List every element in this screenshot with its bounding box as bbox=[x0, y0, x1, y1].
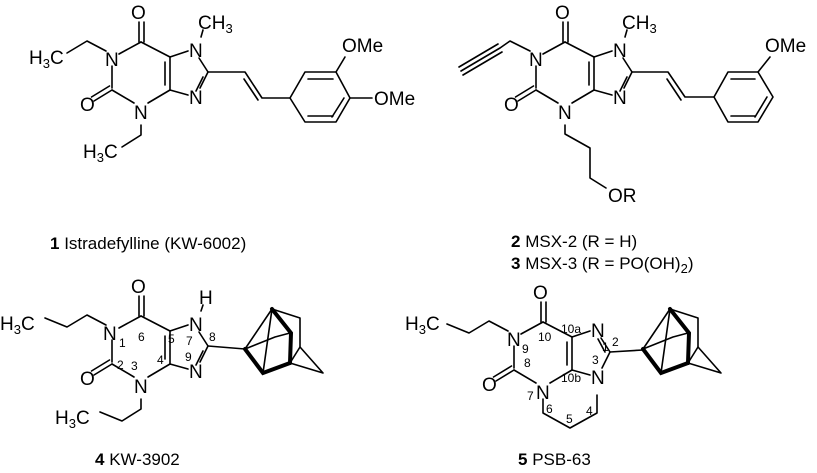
svg-text:3: 3 bbox=[131, 359, 138, 373]
atom-n9: N bbox=[189, 88, 203, 109]
atom-n3: N bbox=[134, 377, 148, 398]
methyl-group: H3C bbox=[55, 408, 90, 431]
atom-n9: N bbox=[189, 362, 203, 383]
atom-o: O bbox=[80, 369, 95, 390]
svg-text:7: 7 bbox=[527, 389, 534, 403]
methyl-group: CH3 bbox=[622, 13, 657, 36]
compound-label-3: 3 MSX-3 (R = PO(OH)2) bbox=[511, 254, 693, 276]
atom-o: O bbox=[555, 3, 570, 24]
atom-n1: N bbox=[591, 321, 605, 342]
svg-text:3: 3 bbox=[592, 353, 599, 367]
svg-text:9: 9 bbox=[185, 350, 192, 364]
atom-o: O bbox=[80, 95, 95, 116]
svg-text:6: 6 bbox=[138, 330, 145, 344]
methoxy-group: OMe bbox=[342, 36, 383, 57]
svg-text:10a: 10a bbox=[561, 322, 581, 336]
svg-text:7: 7 bbox=[186, 334, 193, 348]
methoxy-group: OMe bbox=[765, 36, 806, 57]
svg-text:1: 1 bbox=[119, 336, 126, 350]
atom-n1: N bbox=[103, 324, 117, 345]
structure-2-3-msx: O N O N N N CH3 OMe OR 2 MSX-2 (R = H) 3… bbox=[458, 3, 806, 276]
atom-n9: N bbox=[613, 88, 627, 109]
svg-text:8: 8 bbox=[209, 330, 216, 344]
compound-label-1: 1 Istradefylline (KW-6002) bbox=[50, 234, 246, 253]
svg-text:8: 8 bbox=[524, 356, 531, 370]
compound-label-2: 2 MSX-2 (R = H) bbox=[511, 232, 637, 251]
atom-numbering: 1 2 3 4 5 6 7 8 9 bbox=[117, 330, 216, 373]
svg-text:9: 9 bbox=[522, 342, 529, 356]
svg-text:4: 4 bbox=[586, 404, 593, 418]
atom-n7: N bbox=[189, 41, 203, 62]
atom-h: H bbox=[199, 288, 213, 309]
svg-text:5: 5 bbox=[168, 332, 175, 346]
methyl-group: H3C bbox=[29, 48, 64, 71]
methyl-group: H3C bbox=[83, 142, 118, 165]
methoxy-group: OMe bbox=[374, 89, 415, 110]
svg-text:6: 6 bbox=[546, 402, 553, 416]
svg-text:2: 2 bbox=[612, 335, 619, 349]
structure-5-psb63: O N O N N N H3C 1 2 3 4 5 6 7 8 9 10 10a… bbox=[405, 283, 723, 469]
methyl-group: CH3 bbox=[198, 13, 233, 36]
atom-o: O bbox=[131, 3, 146, 24]
svg-text:10b: 10b bbox=[561, 371, 581, 385]
structure-1-istradefylline: O N O N N N CH3 H3C H3C OMe OMe 1 Istrad… bbox=[29, 3, 415, 253]
compound-label-5: 5 PSB-63 bbox=[518, 450, 591, 469]
atom-o: O bbox=[504, 95, 519, 116]
atom-n3: N bbox=[591, 368, 605, 389]
atom-o: O bbox=[131, 277, 146, 298]
atom-n1: N bbox=[105, 50, 119, 71]
svg-text:2: 2 bbox=[117, 358, 124, 372]
svg-text:1: 1 bbox=[602, 340, 609, 354]
svg-text:4: 4 bbox=[157, 353, 164, 367]
atom-o: O bbox=[533, 283, 548, 304]
or-group: OR bbox=[608, 186, 637, 207]
compound-label-4: 4 KW-3902 bbox=[95, 450, 180, 469]
methyl-group: H3C bbox=[0, 314, 35, 337]
svg-text:10: 10 bbox=[538, 330, 552, 344]
atom-n7: N bbox=[536, 383, 550, 404]
atom-n1: N bbox=[529, 50, 543, 71]
structure-4-kw3902: O H N O N N N H3C H3C 1 2 3 4 5 6 7 8 9 … bbox=[0, 277, 325, 469]
methyl-group: H3C bbox=[405, 314, 440, 337]
atom-n3: N bbox=[134, 103, 148, 124]
atom-numbering: 1 2 3 4 5 6 7 8 9 10 10a 10b bbox=[522, 322, 619, 426]
atom-n7: N bbox=[613, 41, 627, 62]
atom-n3: N bbox=[558, 103, 572, 124]
svg-text:5: 5 bbox=[566, 412, 573, 426]
atom-n9: N bbox=[507, 330, 521, 351]
atom-o: O bbox=[482, 375, 497, 396]
atom-n7: N bbox=[189, 315, 203, 336]
